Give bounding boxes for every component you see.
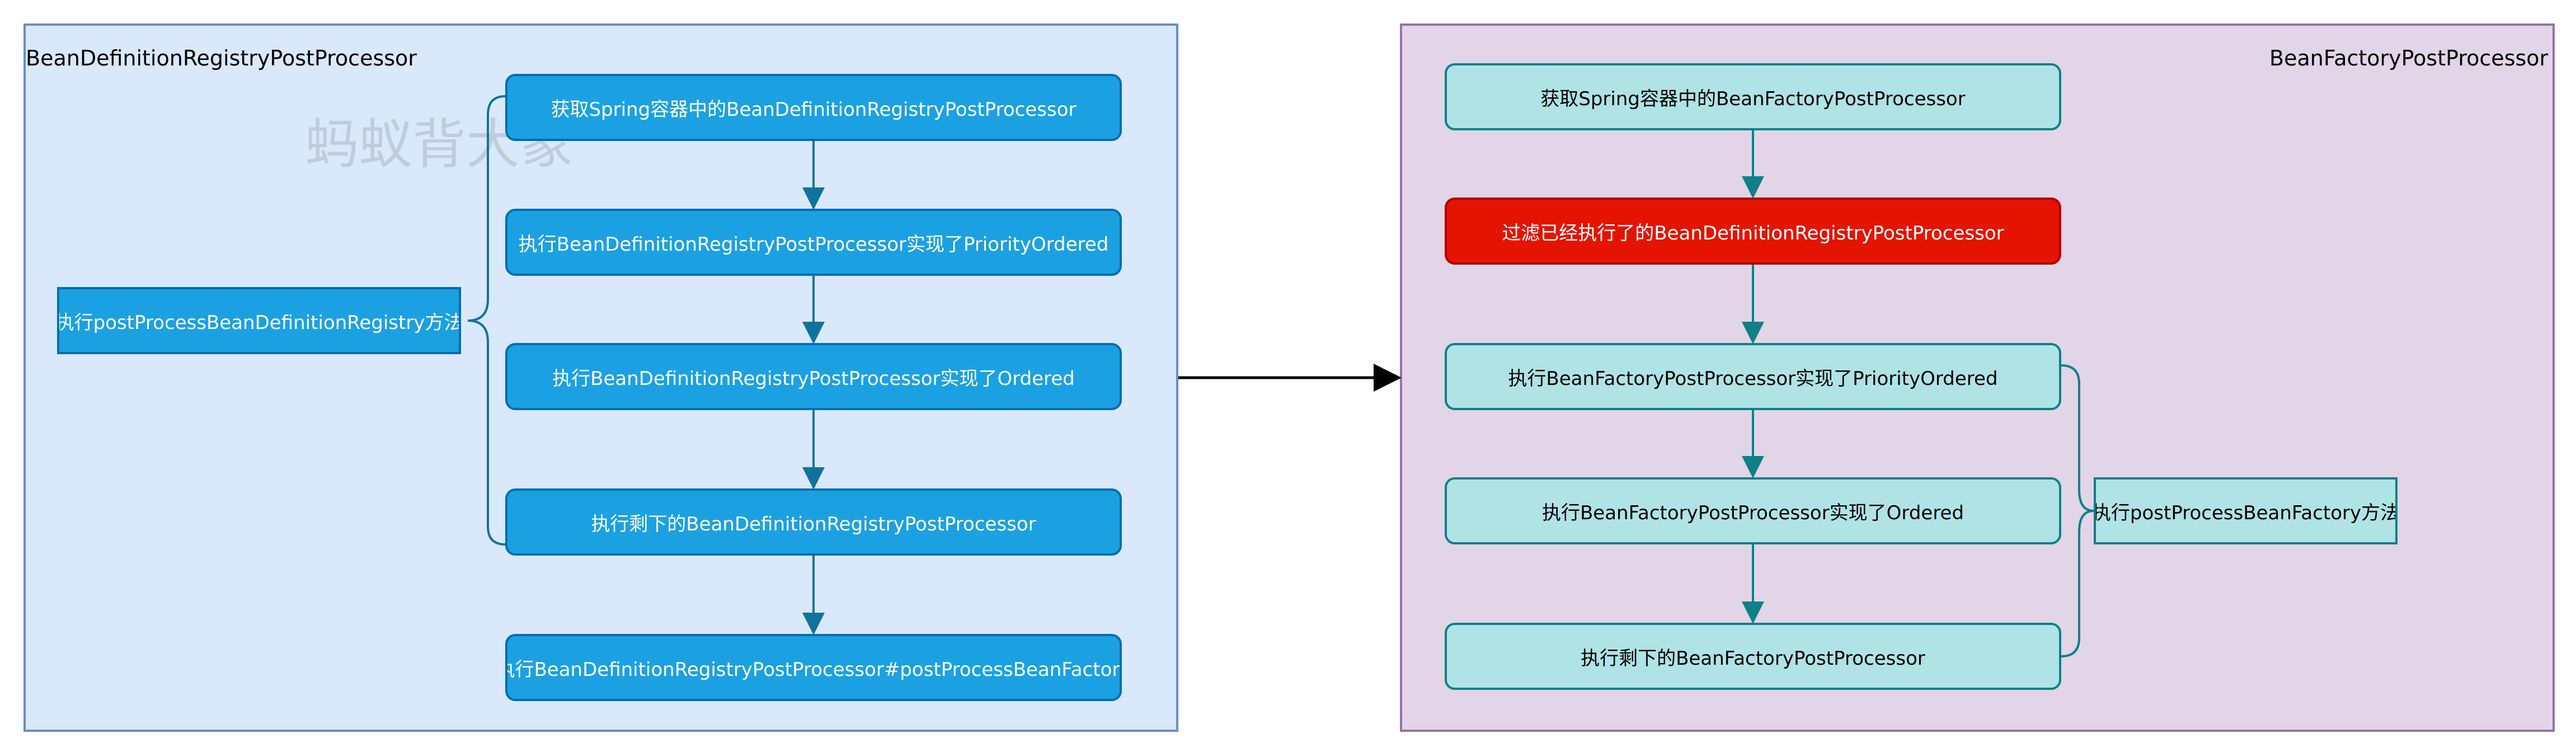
left-curly-brace bbox=[467, 95, 506, 546]
step-registry-post-process-bean-factory: 执行BeanDefinitionRegistryPostProcessor#po… bbox=[505, 634, 1122, 701]
right-curly-brace bbox=[2061, 364, 2094, 657]
step-factory-priority-ordered: 执行BeanFactoryPostProcessor实现了PriorityOrd… bbox=[1445, 343, 2061, 410]
step-factory-remaining: 执行剩下的BeanFactoryPostProcessor bbox=[1445, 623, 2061, 690]
step-registry-ordered: 执行BeanDefinitionRegistryPostProcessor实现了… bbox=[505, 343, 1122, 410]
left-panel-title: BeanDefinitionRegistryPostProcessor bbox=[26, 46, 417, 70]
step-registry-remaining: 执行剩下的BeanDefinitionRegistryPostProcessor bbox=[505, 488, 1122, 556]
step-filter-executed-registry: 过滤已经执行了的BeanDefinitionRegistryPostProces… bbox=[1445, 198, 2061, 265]
step-registry-priority-ordered: 执行BeanDefinitionRegistryPostProcessor实现了… bbox=[505, 209, 1122, 276]
right-panel-title: BeanFactoryPostProcessor bbox=[2269, 46, 2549, 70]
step-factory-ordered: 执行BeanFactoryPostProcessor实现了Ordered bbox=[1445, 477, 2061, 544]
step-get-registry-processors: 获取Spring容器中的BeanDefinitionRegistryPostPr… bbox=[505, 74, 1122, 141]
execute-registry-method-label: 执行postProcessBeanDefinitionRegistry方法 bbox=[57, 287, 461, 354]
execute-factory-method-label: 执行postProcessBeanFactory方法 bbox=[2094, 477, 2398, 544]
step-get-factory-processors: 获取Spring容器中的BeanFactoryPostProcessor bbox=[1445, 63, 2061, 130]
